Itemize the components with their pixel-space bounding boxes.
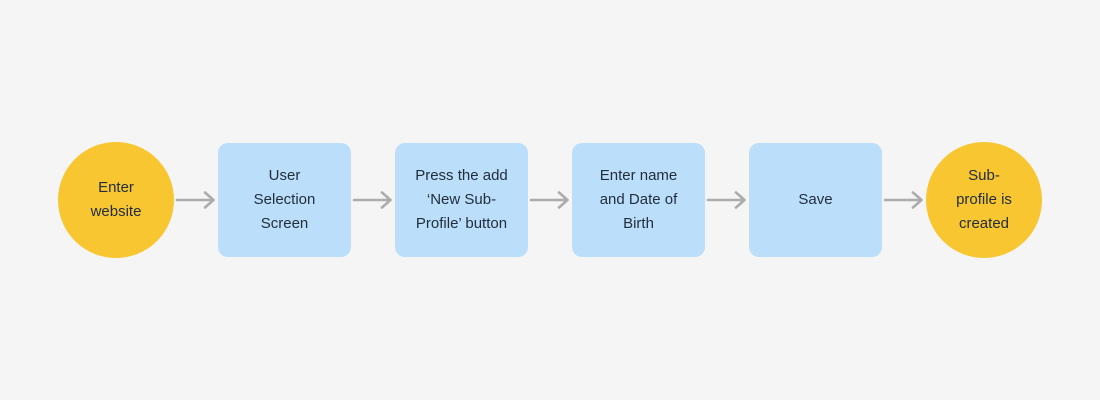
flow-arrow-icon [175,191,215,209]
flow-arrow-icon [706,191,746,209]
process-node-save: Save [749,143,882,257]
process-node-press-add-new-sub-profile: Press the add ‘New Sub- Profile’ button [395,143,528,257]
start-node-enter-website: Enter website [58,142,174,258]
flow-arrow-icon [529,191,569,209]
flow-arrow-icon [883,191,923,209]
process-node-label: User Selection Screen [253,167,316,232]
process-node-label: Save [798,191,833,208]
end-node-sub-profile-created: Sub- profile is created [926,142,1042,258]
flow-arrow-icon [352,191,392,209]
end-node-label: Sub- profile is created [956,167,1012,232]
process-node-label: Enter name and Date of Birth [599,167,678,232]
process-node-user-selection-screen: User Selection Screen [218,143,351,257]
flowchart: Enter website User Selection Screen Pres… [58,142,1042,258]
process-node-label: Press the add ‘New Sub- Profile’ button [415,167,508,232]
start-node-label: Enter website [90,179,142,220]
process-node-enter-name-and-dob: Enter name and Date of Birth [572,143,705,257]
